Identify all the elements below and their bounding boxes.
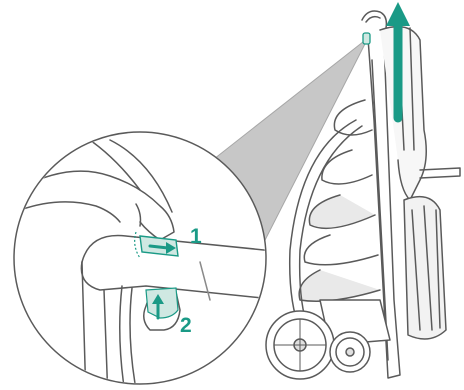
handle-latch-marker [363,33,370,44]
folded-stroller [266,11,460,379]
step-2-label: 2 [180,314,192,337]
step-1-label: 1 [190,225,202,248]
